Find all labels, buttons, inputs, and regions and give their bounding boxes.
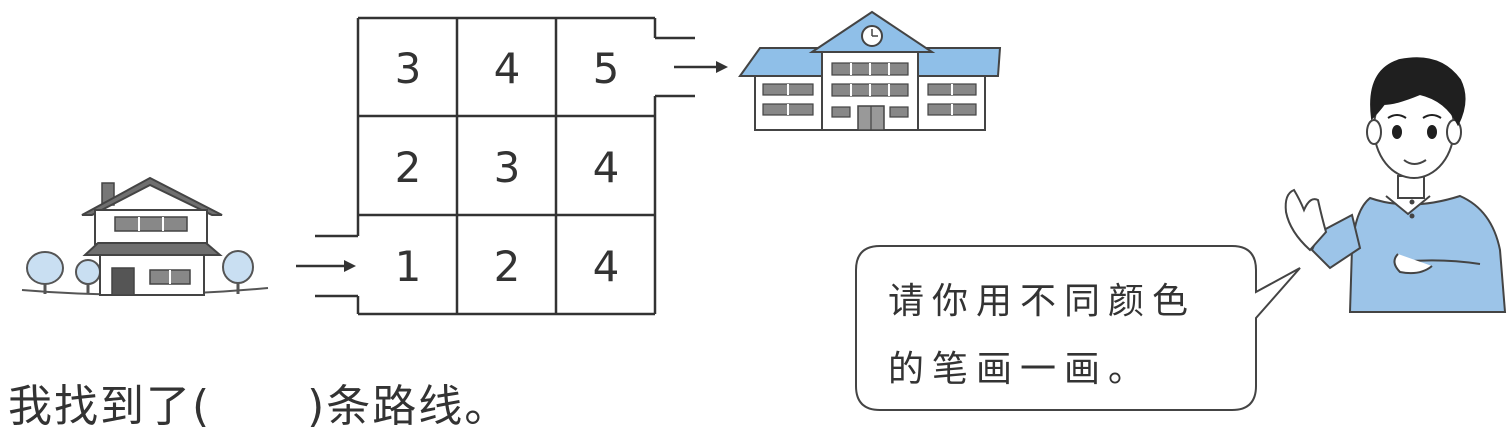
grid-cell-r2c2: 3 [459, 143, 555, 192]
grid-cell-r2c3: 4 [558, 143, 654, 192]
bubble-text-line2: 的笔画一画。 [888, 340, 1152, 392]
grid-cell-r3c1: 1 [360, 242, 456, 291]
grid-cell-r2c1: 2 [360, 143, 456, 192]
answer-suffix: )条路线。 [307, 381, 510, 429]
tree-icon [223, 251, 253, 294]
tree-icon [27, 252, 63, 294]
answer-sentence: 我找到了( )条路线。 [8, 370, 510, 429]
answer-prefix: 我找到了( [8, 381, 211, 429]
start-arrow [296, 260, 356, 272]
grid-cell-r3c2: 2 [459, 242, 555, 291]
boy-icon [1286, 58, 1505, 312]
house-icon [22, 178, 268, 295]
tree-icon [76, 260, 100, 294]
grid-cell-r1c1: 3 [360, 44, 456, 93]
end-arrow [674, 61, 728, 73]
grid-cell-r1c2: 4 [459, 44, 555, 93]
school-icon [740, 12, 1000, 130]
answer-blank[interactable] [211, 381, 307, 429]
bubble-text-line1: 请你用不同颜色 [888, 272, 1196, 324]
grid-cell-r3c3: 4 [558, 242, 654, 291]
grid-cell-r1c3: 5 [558, 44, 654, 93]
